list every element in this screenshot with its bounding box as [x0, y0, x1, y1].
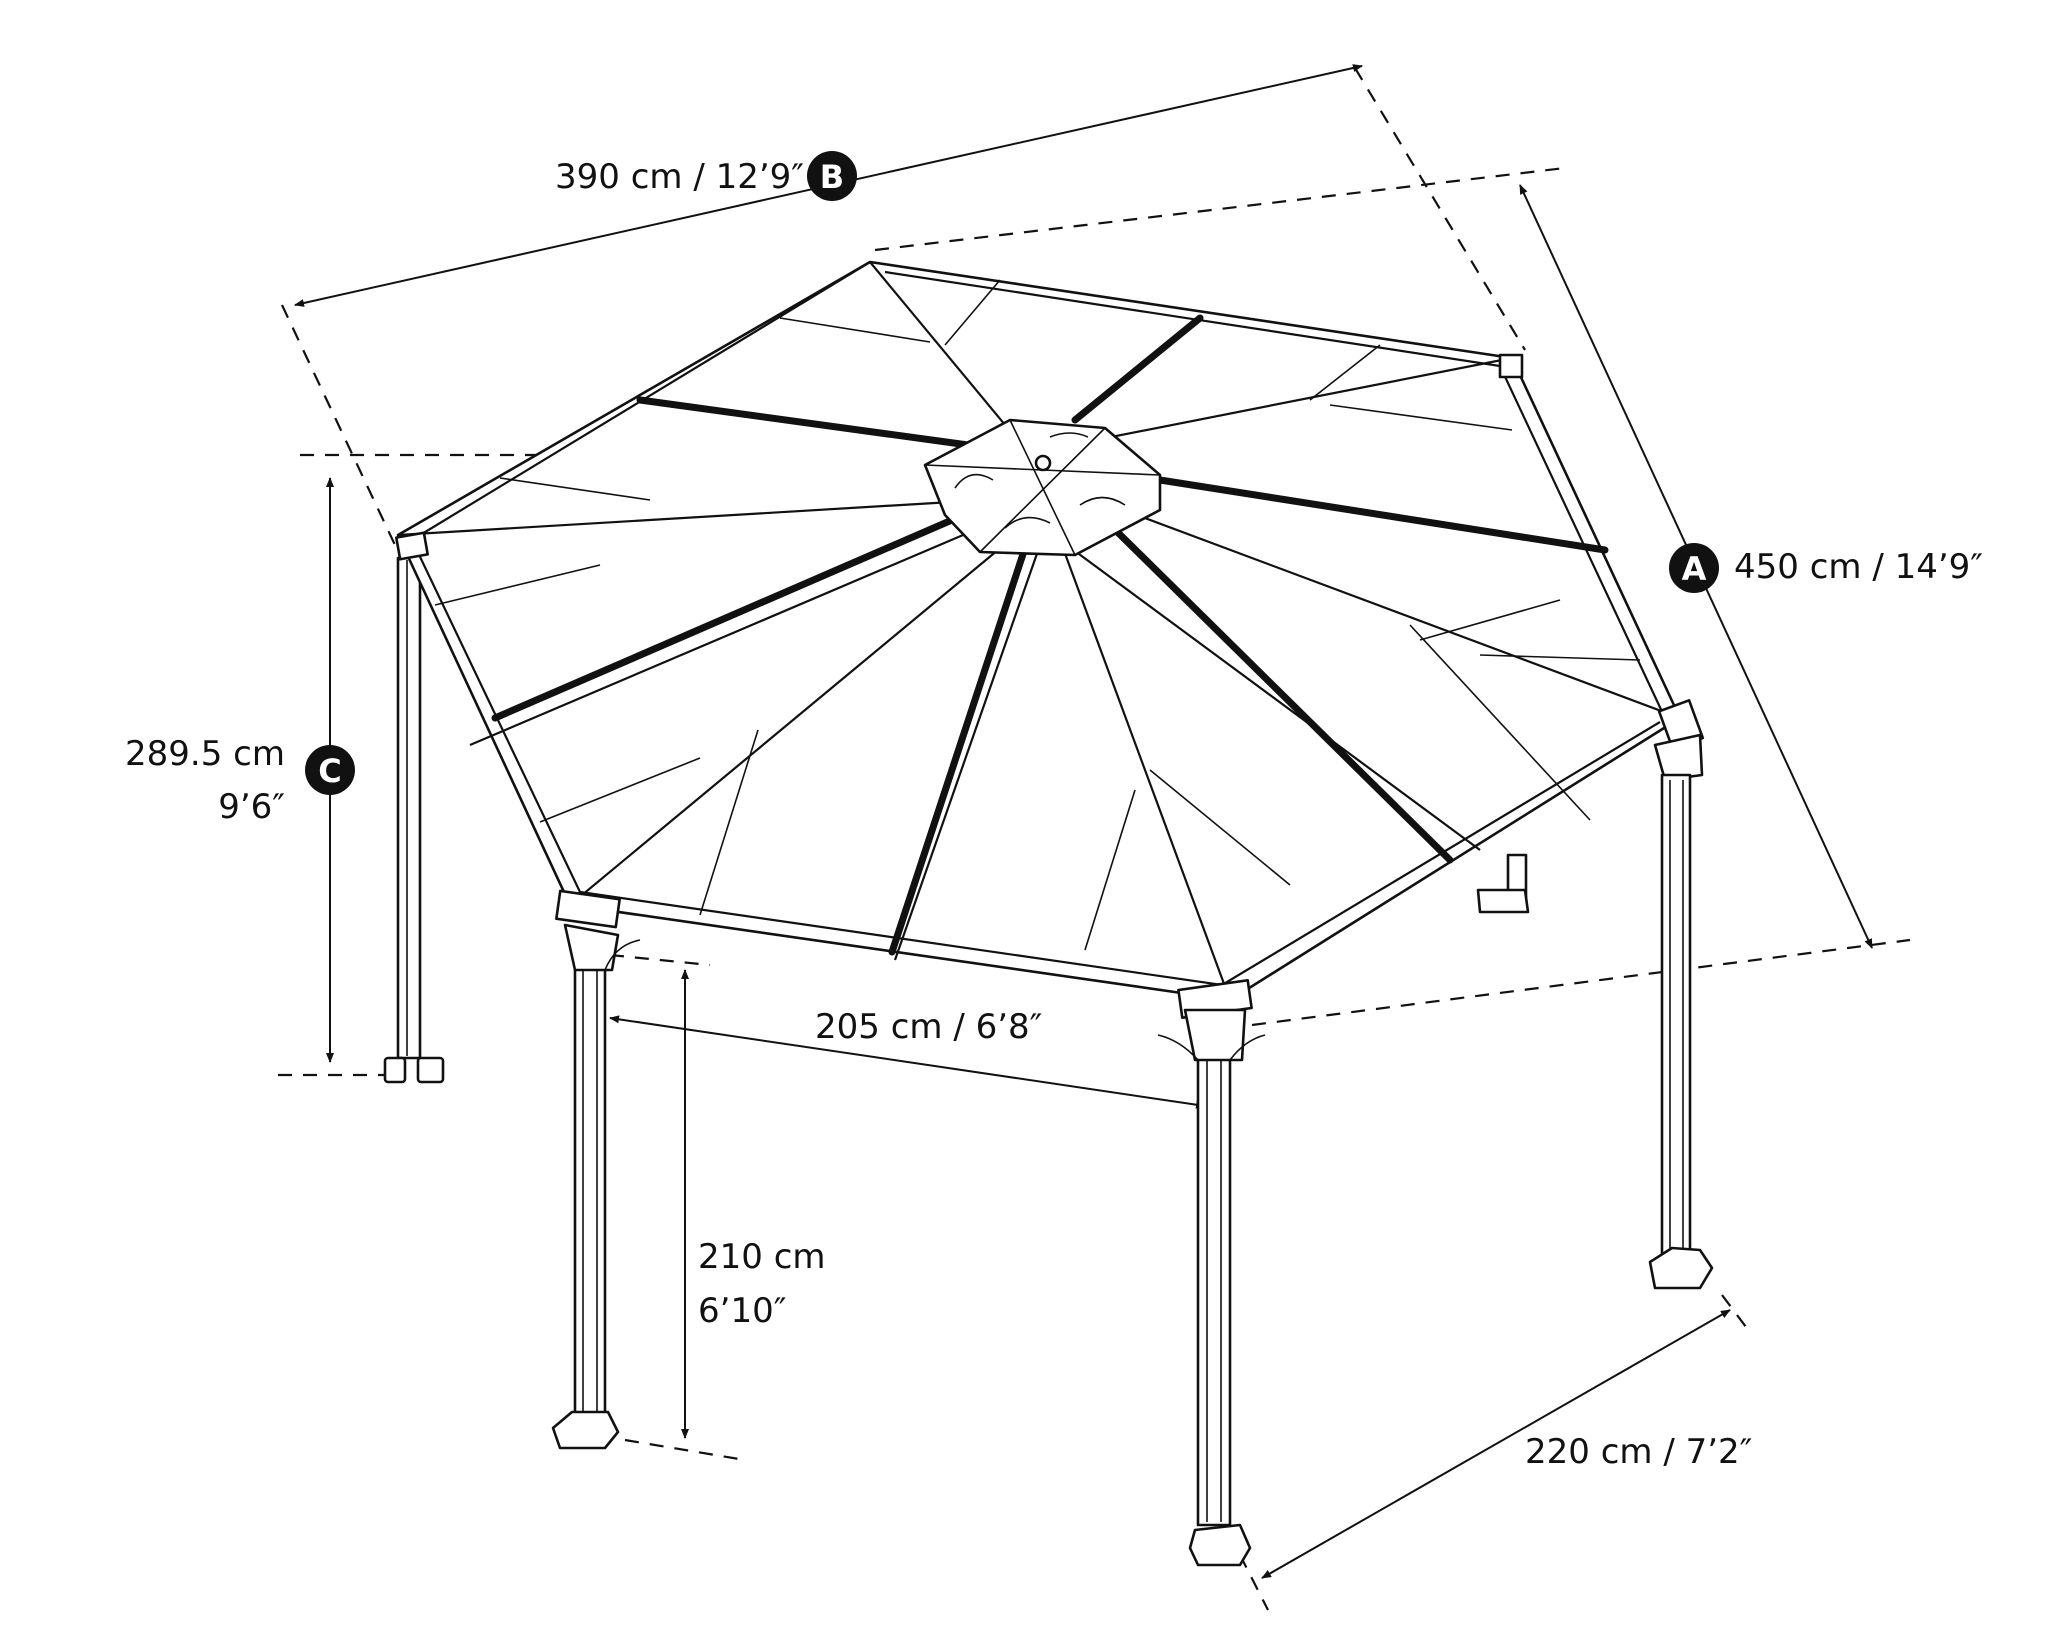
post-front-right: [1648, 773, 1714, 1290]
dim-side-arrow: [609, 1015, 1206, 1109]
label-dim-a: 450 cm / 14’9″: [1734, 547, 1983, 587]
label-dim-b: 390 cm / 12’9″: [555, 157, 804, 197]
svg-text:C: C: [318, 752, 341, 790]
svg-text:B: B: [820, 158, 844, 196]
post-front-left: [551, 923, 620, 1450]
label-dim-c-cm: 289.5 cm: [125, 734, 285, 774]
badge-b: B: [807, 151, 857, 201]
label-dim-side: 205 cm / 6’8″: [815, 1007, 1042, 1047]
svg-text:A: A: [1682, 550, 1707, 588]
back-posts: [383, 556, 1530, 1084]
roof-glazing-bars: [491, 314, 1609, 956]
label-dim-bottom: 220 cm / 7’2″: [1525, 1432, 1752, 1472]
front-posts: [551, 773, 1714, 1567]
post-front-center: [1183, 1008, 1252, 1567]
badge-c: C: [305, 745, 355, 795]
label-dim-door-ft: 6’10″: [698, 1291, 786, 1331]
roof-center-hub: [923, 418, 1162, 557]
label-dim-door-cm: 210 cm: [698, 1237, 826, 1277]
label-dim-c-ft: 9’6″: [218, 787, 285, 827]
dim-bottom-arrow: [1261, 1309, 1731, 1579]
badge-a: A: [1669, 543, 1719, 593]
roof-corner-brackets: [395, 353, 1705, 1020]
roof-purlins: [434, 279, 1641, 951]
roof: [395, 260, 1705, 1020]
